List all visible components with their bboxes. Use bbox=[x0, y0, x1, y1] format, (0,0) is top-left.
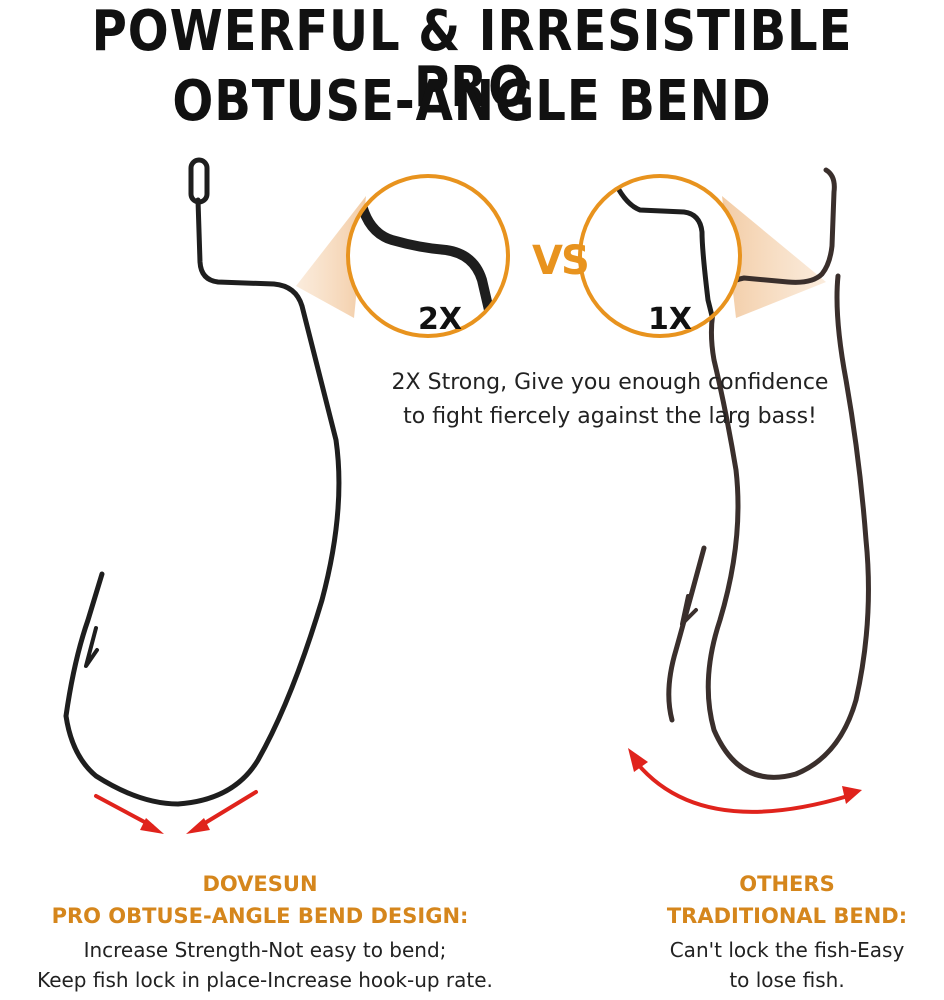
caption-line-1: 2X Strong, Give you enough confidence bbox=[391, 370, 829, 395]
right-magnifier-beam bbox=[722, 196, 826, 318]
caption-line-2: to fight fiercely against the larg bass! bbox=[403, 404, 817, 429]
right-zoom-circle bbox=[578, 174, 742, 338]
right-drawback-line-1: Can't lock the fish-Easy bbox=[669, 938, 905, 962]
dovesun-hook-icon bbox=[63, 157, 342, 807]
left-design-title: PRO OBTUSE-ANGLE BEND DESIGN: bbox=[51, 904, 469, 928]
left-zoom-label: 2X bbox=[418, 302, 463, 337]
right-design-title: TRADITIONAL BEND: bbox=[666, 904, 908, 928]
traditional-hook-icon bbox=[666, 167, 871, 780]
bending-arc-arrow-icon bbox=[628, 748, 862, 814]
headline-line-2: OBTUSE-ANGLE BEND bbox=[172, 69, 772, 134]
right-drawback-line-2: to lose fish. bbox=[729, 968, 845, 992]
right-zoom-label: 1X bbox=[648, 302, 693, 337]
left-brand: DOVESUN bbox=[202, 872, 318, 896]
left-benefit-line-2: Keep fish lock in place-Increase hook-up… bbox=[37, 968, 493, 992]
left-benefit-line-1: Increase Strength-Not easy to bend; bbox=[83, 938, 447, 962]
right-brand: OTHERS bbox=[739, 872, 835, 896]
headline-line-1: POWERFUL & IRRESISTIBLE PRO bbox=[91, 0, 853, 120]
inward-arrows-icon bbox=[94, 790, 258, 834]
vs-label: VS bbox=[532, 238, 590, 284]
left-magnifier-beam bbox=[296, 196, 366, 318]
left-zoom-circle bbox=[346, 174, 510, 338]
